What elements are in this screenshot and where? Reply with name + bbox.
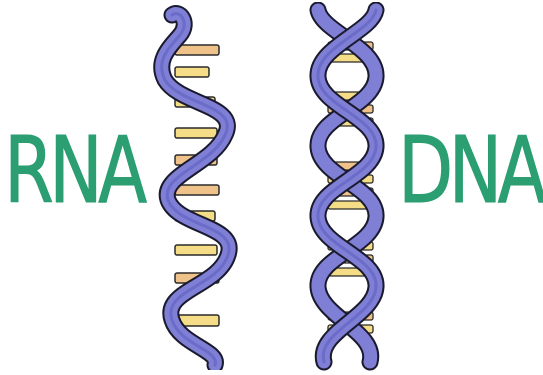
- rna-base: [175, 128, 217, 138]
- rna-base: [175, 245, 217, 255]
- dna-double-helix-icon: [298, 2, 398, 372]
- rna-base: [175, 185, 219, 195]
- rna-base: [175, 45, 219, 55]
- dna-label: DNA: [398, 125, 542, 217]
- rna-label: RNA: [4, 125, 143, 217]
- rna-base: [175, 67, 209, 77]
- rna-single-strand-helix-icon: [150, 5, 250, 370]
